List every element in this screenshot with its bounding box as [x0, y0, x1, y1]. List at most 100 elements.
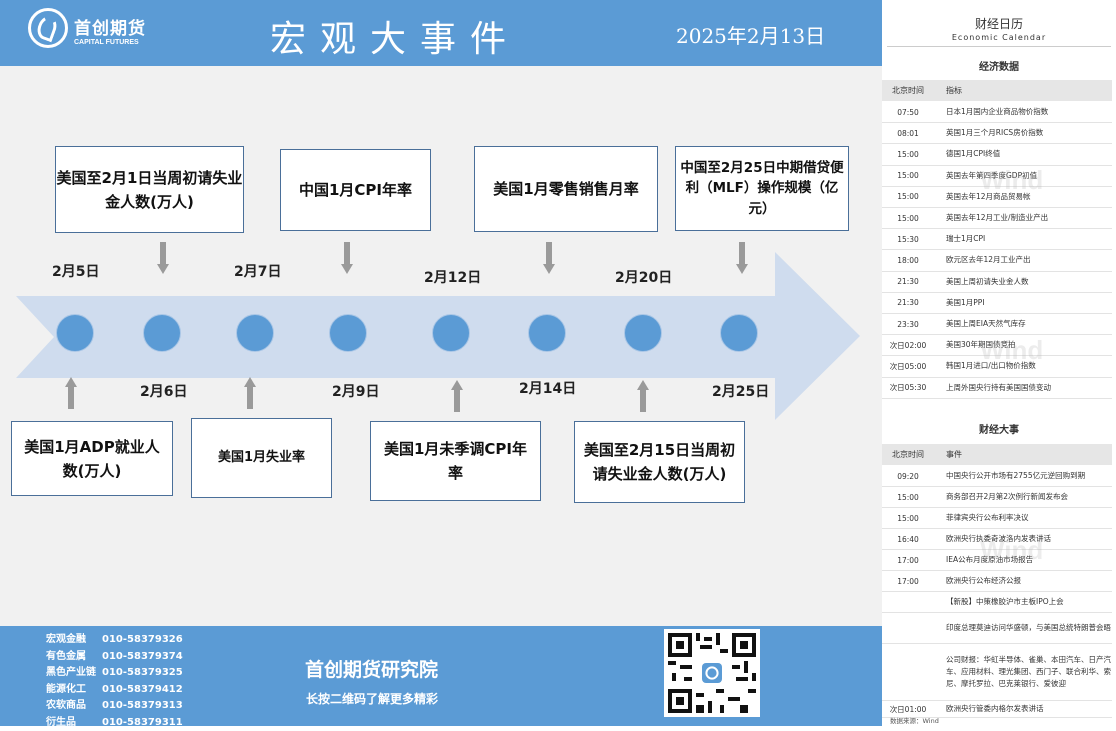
row-time: 07:50	[882, 108, 934, 117]
footer-title: 首创期货研究院	[305, 655, 438, 682]
timeline-arrow	[0, 0, 882, 726]
event-text: 美国1月零售销售月率	[493, 177, 638, 201]
row-time: 次日05:30	[882, 382, 934, 393]
major-events-heading: 财经大事	[882, 421, 1116, 436]
event-box: 中国1月CPI年率	[280, 149, 431, 231]
event-text: 美国至2月1日当周初请失业金人数(万人)	[56, 166, 243, 214]
watermark: Wind	[980, 165, 1043, 196]
row-time: 23:30	[882, 320, 934, 329]
row-time: 15:00	[882, 150, 934, 159]
calendar-subtitle: Economic Calendar	[882, 33, 1116, 42]
down-arrow-icon	[543, 242, 555, 276]
up-arrow-icon	[244, 377, 256, 411]
row-item: 【新股】中策橡胶沪市主板IPO上会	[934, 596, 1112, 608]
timeline-node	[432, 314, 470, 352]
down-arrow-icon	[341, 242, 353, 276]
timeline-node	[720, 314, 758, 352]
econ-data-heading: 经济数据	[882, 58, 1116, 73]
event-box: 美国至2月15日当周初请失业金人数(万人)	[574, 421, 745, 503]
date-label: 2月5日	[52, 261, 99, 281]
row-item: 德国1月CPI终值	[934, 148, 1112, 160]
econ-table-header: 北京时间 指标	[882, 80, 1112, 101]
date-label: 2月20日	[615, 267, 672, 287]
watermark: Wind	[980, 335, 1043, 366]
date-label: 2月9日	[332, 381, 379, 401]
row-time: 15:00	[882, 514, 934, 523]
infographic-panel: 首创期货 CAPITAL FUTURES 宏观大事件 2025年2月13日 2月…	[0, 0, 882, 726]
event-text: 美国至2月15日当周初请失业金人数(万人)	[579, 438, 740, 486]
event-text: 美国1月未季调CPI年率	[377, 437, 534, 485]
table-row: 【新股】中策橡胶沪市主板IPO上会	[882, 592, 1112, 613]
date-label: 2月7日	[234, 261, 281, 281]
row-time: 15:00	[882, 171, 934, 180]
row-item: 瑞士1月CPI	[934, 233, 1112, 245]
economic-calendar-panel: 财经日历 Economic Calendar 经济数据 北京时间 指标 07:5…	[882, 0, 1116, 726]
calendar-title: 财经日历	[882, 15, 1116, 32]
timeline-node	[56, 314, 94, 352]
event-text: 中国至2月25日中期借贷便利（MLF）操作规模（亿元）	[680, 158, 844, 219]
row-item: 美国1月PPI	[934, 297, 1112, 309]
events-table-header: 北京时间 事件	[882, 444, 1112, 465]
row-item: 欧元区去年12月工业产出	[934, 254, 1112, 266]
row-item: 菲律宾央行公布利率决议	[934, 512, 1112, 524]
row-item: 英国1月三个月RICS房价指数	[934, 127, 1112, 139]
event-text: 美国1月ADP就业人数(万人)	[18, 435, 166, 483]
down-arrow-icon	[736, 242, 748, 276]
row-item: 日本1月国内企业商品物价指数	[934, 106, 1112, 118]
event-box: 中国至2月25日中期借贷便利（MLF）操作规模（亿元）	[675, 146, 849, 231]
row-time: 15:00	[882, 192, 934, 201]
date-label: 2月25日	[712, 381, 769, 401]
event-box: 美国1月未季调CPI年率	[370, 421, 541, 501]
row-time: 次日02:00	[882, 340, 934, 351]
row-time: 15:00	[882, 493, 934, 502]
timeline-node	[236, 314, 274, 352]
row-item: 欧洲央行公布经济公报	[934, 575, 1112, 587]
event-box: 美国至2月1日当周初请失业金人数(万人)	[55, 146, 244, 233]
row-item: 印度总理莫迪访问华盛顿，与美国总统特朗普会晤	[934, 622, 1112, 634]
event-box: 美国1月ADP就业人数(万人)	[11, 421, 173, 496]
timeline-node	[329, 314, 367, 352]
event-box: 美国1月失业率	[191, 418, 332, 498]
qr-code-icon[interactable]	[664, 629, 760, 717]
timeline-node	[528, 314, 566, 352]
row-time: 21:30	[882, 277, 934, 286]
row-item: 上周外国央行持有美国国债变动	[934, 382, 1112, 394]
row-time: 17:00	[882, 577, 934, 586]
divider	[887, 46, 1111, 47]
event-box: 美国1月零售销售月率	[474, 146, 658, 232]
row-time: 15:00	[882, 214, 934, 223]
table-row: 公司财报：华虹半导体、雀巢、本田汽车、日产汽车、应用材料、理光集团、西门子、联合…	[882, 644, 1112, 701]
up-arrow-icon	[451, 380, 463, 414]
date-label: 2月6日	[140, 381, 187, 401]
date-label: 2月12日	[424, 267, 481, 287]
data-source: 数据来源：Wind	[890, 715, 939, 725]
row-time: 09:20	[882, 472, 934, 481]
row-item: 英国去年12月工业/制造业产出	[934, 212, 1112, 224]
timeline-node	[143, 314, 181, 352]
row-time: 17:00	[882, 556, 934, 565]
row-time: 次日05:00	[882, 361, 934, 372]
date-label: 2月14日	[519, 378, 576, 398]
up-arrow-icon	[65, 377, 77, 411]
event-text: 中国1月CPI年率	[299, 178, 412, 202]
row-item: 美国上周EIA天然气库存	[934, 318, 1112, 330]
row-time: 16:40	[882, 535, 934, 544]
table-row: 印度总理莫迪访问华盛顿，与美国总统特朗普会晤	[882, 613, 1112, 644]
